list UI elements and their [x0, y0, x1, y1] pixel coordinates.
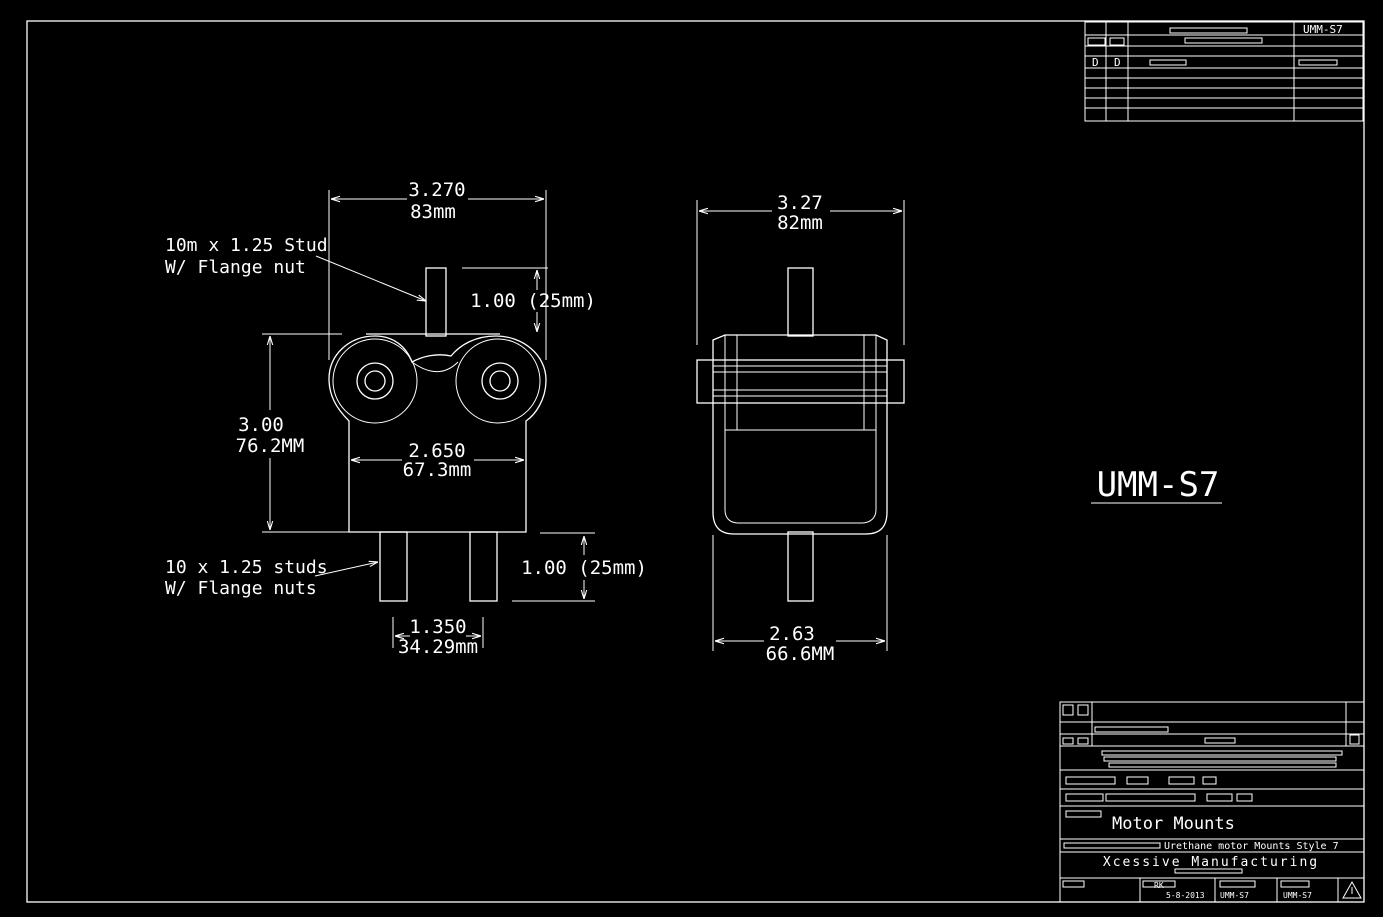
side-base-mm: 66.6MM	[766, 643, 835, 665]
dwg-no-text: UMM-S7	[1220, 891, 1249, 900]
front-height-mm: 76.2MM	[236, 435, 305, 457]
part-label: UMM-S7	[1097, 465, 1220, 505]
side-bracket-inner	[724, 335, 877, 524]
front-width-mm: 83mm	[410, 201, 456, 223]
sheet-no-text: UMM-S7	[1283, 891, 1312, 900]
side-width-in: 3.27	[777, 192, 823, 214]
top-stud-note-1: 10m x 1.25 Stud	[165, 235, 328, 256]
bottom-stud-length: 1.00 (25mm)	[521, 557, 647, 579]
date-text: 5-8-2013	[1166, 891, 1205, 900]
front-height-in: 3.00	[238, 414, 284, 436]
stud-spacing-in: 1.350	[409, 616, 466, 638]
revision-mark-a: D	[1092, 56, 1099, 69]
right-bushing-inner	[489, 370, 511, 392]
body-width-in: 2.650	[408, 440, 465, 462]
front-body-outline	[328, 335, 547, 533]
side-bracket-outer	[712, 334, 888, 535]
top-stud-note-2: W/ Flange nut	[165, 257, 306, 278]
top-stud	[425, 267, 447, 337]
revision-block: UMM-S7 D D	[1084, 21, 1364, 122]
description-text: Urethane motor Mounts Style 7	[1164, 841, 1339, 852]
bottom-stud-note-2: W/ Flange nuts	[165, 578, 317, 599]
title-block: Motor Mounts Urethane motor Mounts Style…	[1059, 701, 1365, 903]
leader-bottom-studs	[314, 562, 378, 577]
left-lobe	[332, 338, 418, 424]
side-bottom-stud	[787, 531, 814, 602]
stud-spacing-mm: 34.29mm	[398, 636, 478, 658]
side-dimensions: 3.27 82mm 2.63 66.6MM	[696, 192, 905, 665]
top-stud-length: 1.00 (25mm)	[470, 290, 596, 312]
right-bushing-outer	[481, 362, 519, 400]
bottom-stud-note-1: 10 x 1.25 studs	[165, 557, 328, 578]
side-base-in: 2.63	[769, 623, 815, 645]
body-width-mm: 67.3mm	[403, 459, 472, 481]
left-bushing-outer	[356, 362, 394, 400]
right-lobe	[455, 338, 541, 424]
front-dimensions: 3.270 83mm 3.00 76.2MM 2.650 67.3mm 1.00…	[236, 179, 647, 658]
side-width-mm: 82mm	[777, 212, 823, 234]
revision-dwg-number: UMM-S7	[1303, 23, 1343, 36]
front-saddle	[411, 361, 459, 373]
front-view	[328, 267, 547, 602]
drawn-by-text: RK	[1154, 881, 1164, 890]
side-through-bolt	[696, 359, 905, 404]
sheet-border	[26, 20, 1365, 903]
side-top-stud	[787, 267, 814, 337]
front-width-in: 3.270	[408, 179, 465, 201]
left-bushing-inner	[364, 370, 386, 392]
side-view	[696, 267, 905, 602]
revision-mark-b: D	[1114, 56, 1121, 69]
bottom-stud-left	[379, 531, 408, 602]
bottom-stud-right	[469, 531, 498, 602]
company-text: Xcessive Manufacturing	[1103, 855, 1319, 870]
title-text: Motor Mounts	[1112, 814, 1235, 834]
leader-top-stud	[315, 255, 426, 301]
